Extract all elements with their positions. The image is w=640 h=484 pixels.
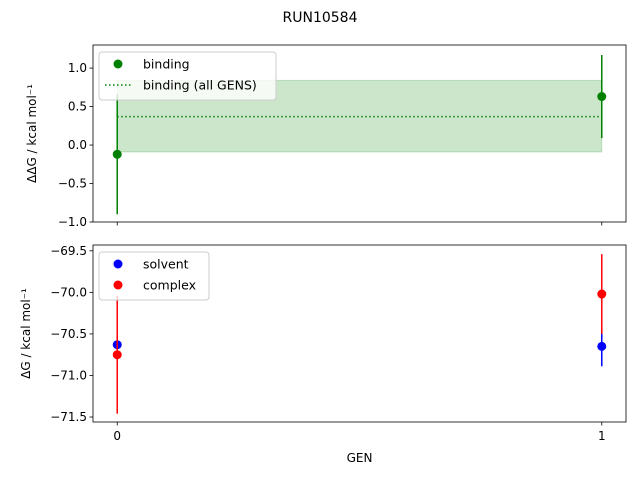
y-tick-label: −70.5 xyxy=(50,327,87,341)
y-tick-label: 0.5 xyxy=(68,100,87,114)
y-tick-label: −71.0 xyxy=(50,368,87,382)
y-tick-label: 0.0 xyxy=(68,138,87,152)
y-tick-label: 1.0 xyxy=(68,61,87,75)
y-tick-label: −69.5 xyxy=(50,244,87,258)
legend-label: binding xyxy=(143,57,190,72)
data-point-complex xyxy=(597,289,607,299)
legend-marker xyxy=(113,259,123,269)
y-tick-label: −1.0 xyxy=(58,215,87,229)
y-tick-label: −70.0 xyxy=(50,285,87,299)
legend-marker xyxy=(113,59,123,69)
legend-box xyxy=(98,251,210,301)
x-axis-label: GEN xyxy=(347,451,373,465)
legend-label: binding (all GENS) xyxy=(143,78,257,93)
data-point-complex xyxy=(112,350,122,360)
y-tick-label: −71.5 xyxy=(50,410,87,424)
y-axis-label: ΔG / kcal mol⁻¹ xyxy=(19,288,33,379)
legend-label: solvent xyxy=(143,257,189,272)
data-point-binding xyxy=(597,92,607,102)
y-axis-label: ΔΔG / kcal mol⁻¹ xyxy=(25,84,39,183)
legend-marker xyxy=(113,280,123,290)
legend-box xyxy=(98,51,277,101)
data-point-binding xyxy=(112,149,122,159)
axes-frame xyxy=(92,244,627,423)
x-tick-label: 0 xyxy=(113,429,121,443)
y-tick-label: −0.5 xyxy=(58,177,87,191)
axes-frame xyxy=(92,44,627,223)
figure-title: RUN10584 xyxy=(283,10,358,26)
x-tick-label: 1 xyxy=(598,429,606,443)
data-point-solvent xyxy=(597,341,607,351)
legend-label: complex xyxy=(143,278,196,293)
